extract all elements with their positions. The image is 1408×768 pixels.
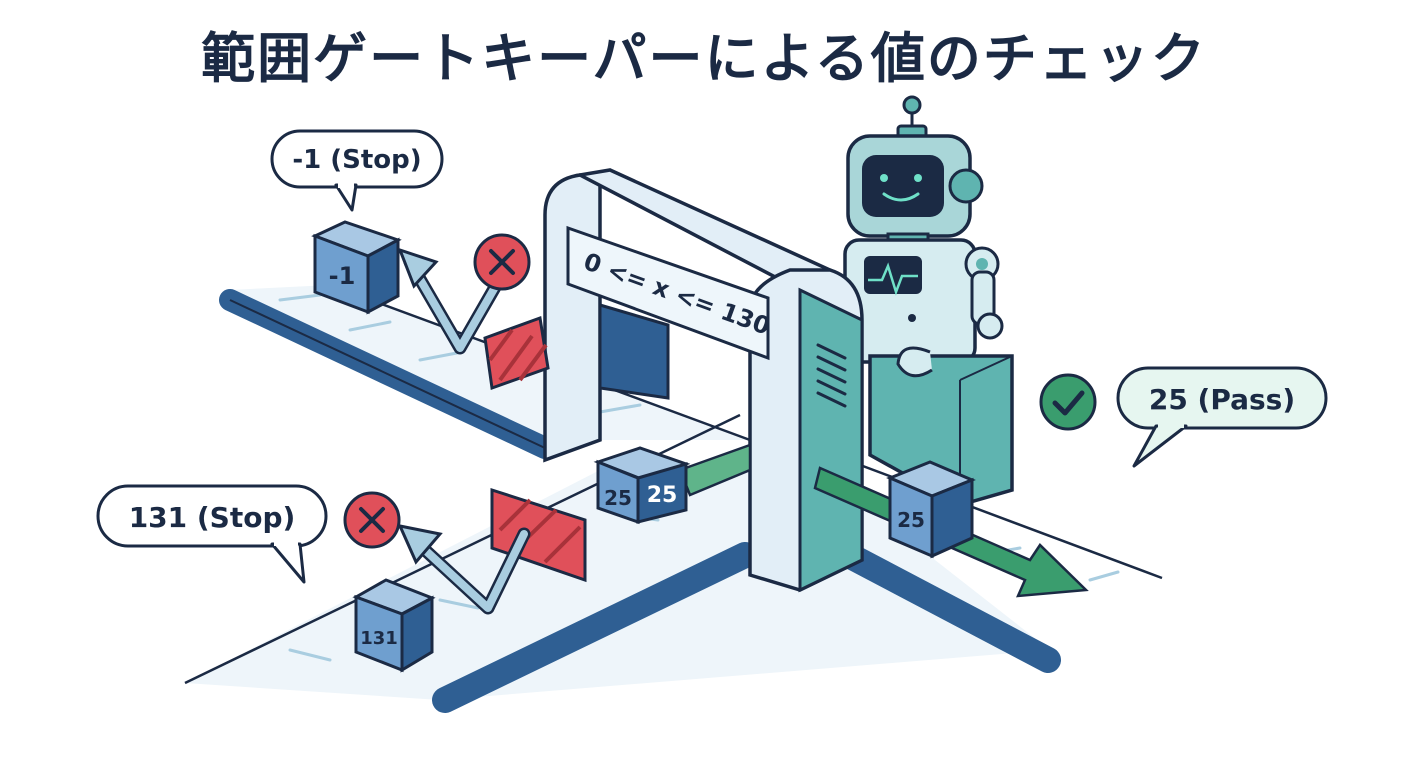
pass-check-icon <box>1039 373 1097 431</box>
bounce-arrow-upper <box>397 247 513 355</box>
gatekeeper-robot <box>843 95 1014 507</box>
value-box-pass-exiting-label: 25 <box>897 508 925 532</box>
reject-icon-upper <box>473 233 531 291</box>
bubble-stop-high-text: 131 (Stop) <box>129 501 296 534</box>
bubble-pass-text: 25 (Pass) <box>1149 383 1295 416</box>
bounce-arrow-lower <box>397 523 531 615</box>
lower-barrier <box>490 487 587 583</box>
bubble-pass <box>1116 366 1328 468</box>
upper-barrier <box>483 315 550 391</box>
value-box-pass-entering-label-b: 25 <box>647 483 678 508</box>
value-box-stop-high-label: 131 <box>360 628 398 649</box>
bubble-stop-high <box>96 484 328 584</box>
bubble-stop-low <box>270 129 444 212</box>
reject-icon-lower <box>343 491 401 549</box>
value-box-pass-entering <box>593 446 691 525</box>
diagram-title: 範囲ゲートキーパーによる値のチェック <box>201 27 1207 90</box>
range-gate <box>543 168 864 593</box>
bubble-stop-low-text: -1 (Stop) <box>292 145 421 175</box>
value-box-stop-low <box>311 220 402 315</box>
value-box-pass-exiting <box>886 460 976 559</box>
value-box-stop-low-label: -1 <box>329 262 356 290</box>
value-box-stop-high <box>352 578 436 673</box>
value-box-pass-entering-label-a: 25 <box>604 486 632 510</box>
